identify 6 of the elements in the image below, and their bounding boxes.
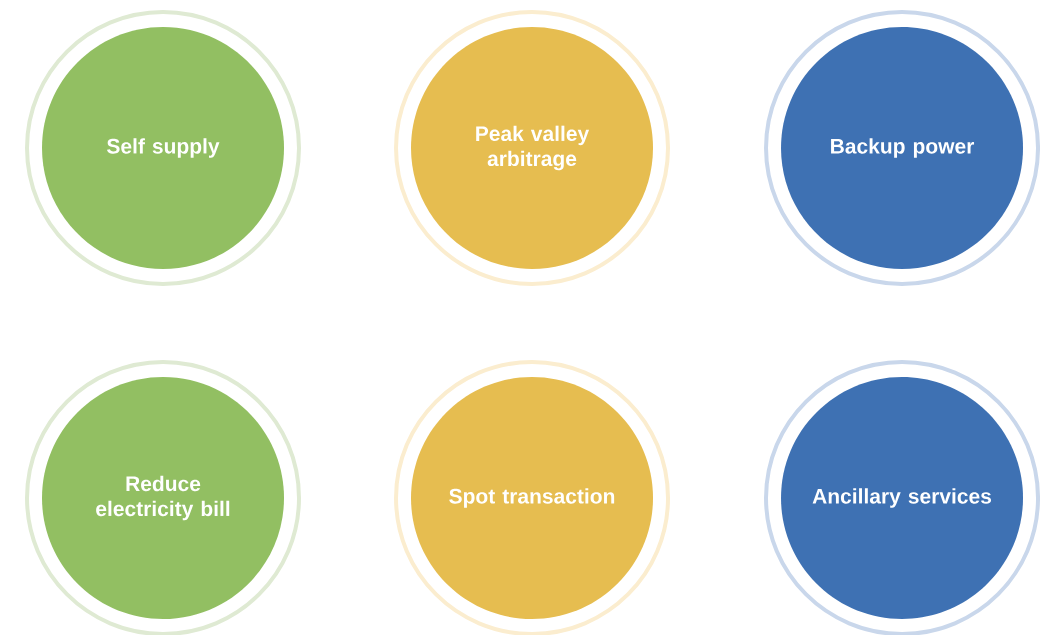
circle-node: Backup power [764, 10, 1040, 286]
circle-node: Peak valley arbitrage [394, 10, 670, 286]
circle-node: Spot transaction [394, 360, 670, 635]
circle-node: Ancillary services [764, 360, 1040, 635]
circle-node: Self supply [25, 10, 301, 286]
circle-node: Reduce electricity bill [25, 360, 301, 635]
